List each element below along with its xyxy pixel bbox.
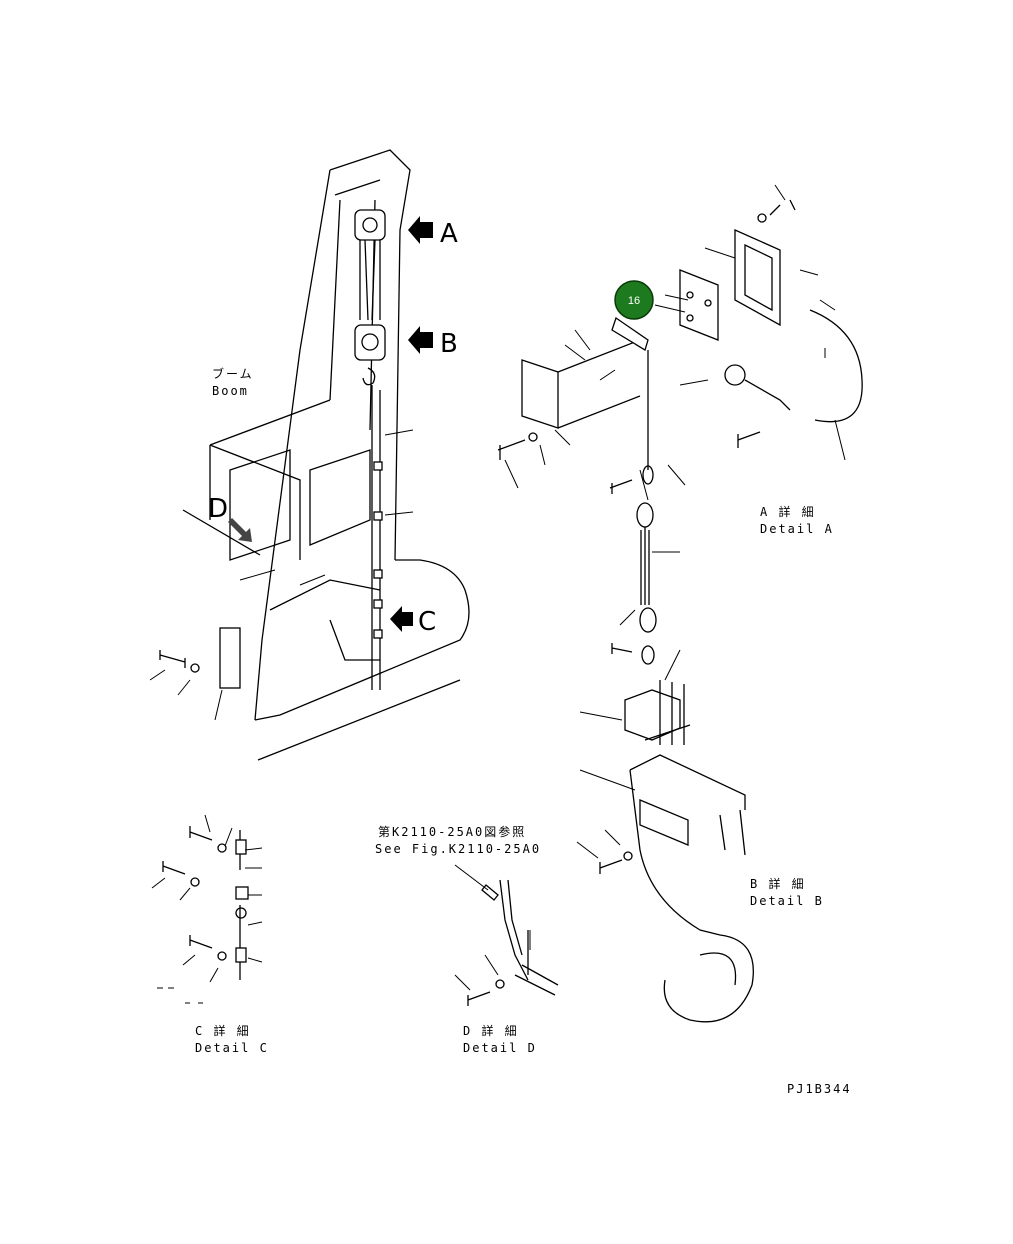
detail-a-drawing: [497, 184, 863, 681]
callout-16-circle[interactable]: [614, 280, 654, 320]
arrow-c-icon: [390, 606, 413, 632]
detail-d-label-en: Detail D: [463, 1041, 537, 1055]
boom-label-jp: ブーム: [212, 366, 254, 381]
callout-16-number[interactable]: 16: [628, 295, 640, 307]
pulley-block-a: [354, 209, 386, 241]
arrow-b-label: B: [440, 329, 458, 359]
see-fig-label-jp: 第K2110-25A0図参照: [378, 824, 526, 839]
drawing-code: PJ1B344: [787, 1082, 852, 1096]
detail-c-drawing: [151, 814, 263, 1004]
detail-b-label-en: Detail B: [750, 894, 824, 908]
boom-assembly: [149, 149, 470, 761]
boom-label-en: Boom: [212, 384, 249, 398]
arrow-a-icon: [408, 216, 433, 244]
detail-b-drawing: [576, 680, 754, 1023]
detail-a-label-en: Detail A: [760, 522, 834, 536]
pulley-block-b: [354, 324, 386, 361]
detail-c-label-en: Detail C: [195, 1041, 269, 1055]
arrow-c-label: C: [418, 607, 436, 637]
callout-16[interactable]: 16: [614, 280, 654, 320]
detail-b-label-jp: B 詳 細: [750, 876, 806, 891]
arrow-d-label: D: [208, 494, 228, 524]
detail-d-drawing: [454, 864, 559, 1006]
detail-a-label-jp: A 詳 細: [760, 504, 816, 519]
arrow-a-label: A: [440, 219, 458, 249]
view-arrows: [228, 216, 433, 632]
detail-d-label-jp: D 詳 細: [463, 1023, 519, 1038]
arrow-d-icon: [228, 518, 252, 542]
detail-c-label-jp: C 詳 細: [195, 1023, 251, 1038]
see-fig-label-en: See Fig.K2110-25A0: [375, 842, 541, 856]
arrow-b-icon: [408, 326, 433, 354]
